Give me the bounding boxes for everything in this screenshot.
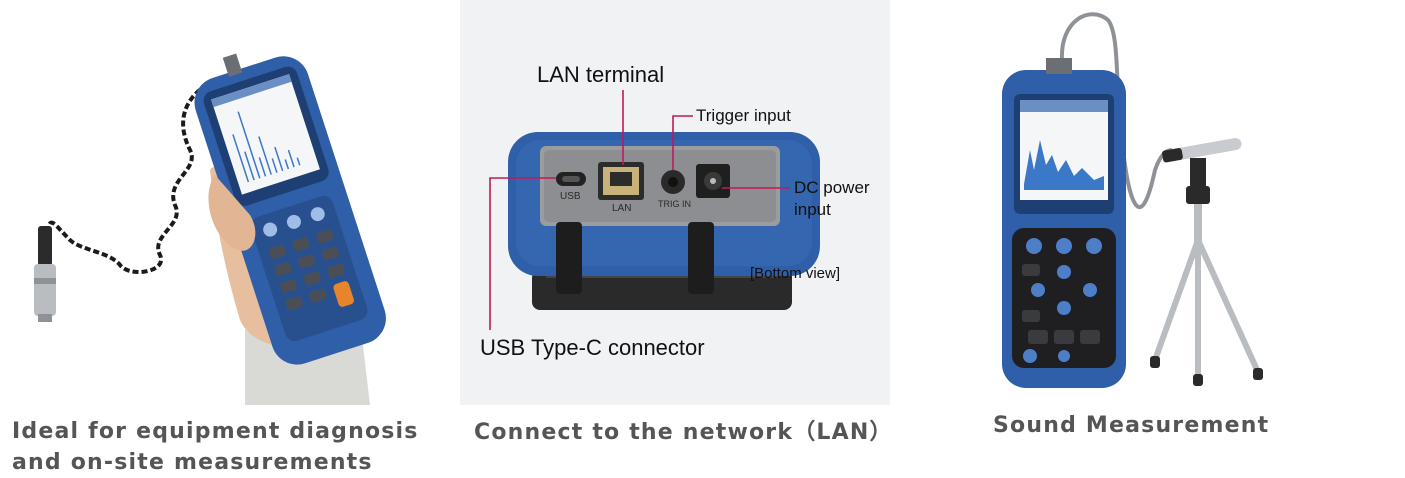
callout-bottom-view: [Bottom view] [750,265,841,282]
callout-usb-connector: USB Type-C connector [480,335,705,360]
caption-line-1: Ideal for equipment diagnosis [12,419,419,444]
handheld-analyzer-illustration [34,53,386,405]
callout-lan-terminal: LAN terminal [537,62,665,87]
left-product-photo [0,0,420,405]
caption-sound-measurement: Sound Measurement [993,413,1270,438]
caption-equipment-diagnosis: Ideal for equipment diagnosis and on-sit… [12,416,419,478]
port-label-lan: LAN [612,203,632,214]
caption-connect-network: Connect to the network（LAN） [474,420,893,445]
bottom-view-panel: USB LAN TRIG IN LAN terminal Trigger inp… [460,0,890,405]
device-bottom-illustration [489,90,820,330]
port-label-usb: USB [560,191,581,202]
sound-measurement-illustration [1002,12,1263,388]
port-label-trig: TRIG IN [658,199,691,209]
callout-dc-power-input: DC power input [794,178,870,219]
caption-line-2: and on-site measurements [12,450,373,475]
callout-trigger-input: Trigger input [696,106,791,125]
right-product-photo [990,0,1290,400]
